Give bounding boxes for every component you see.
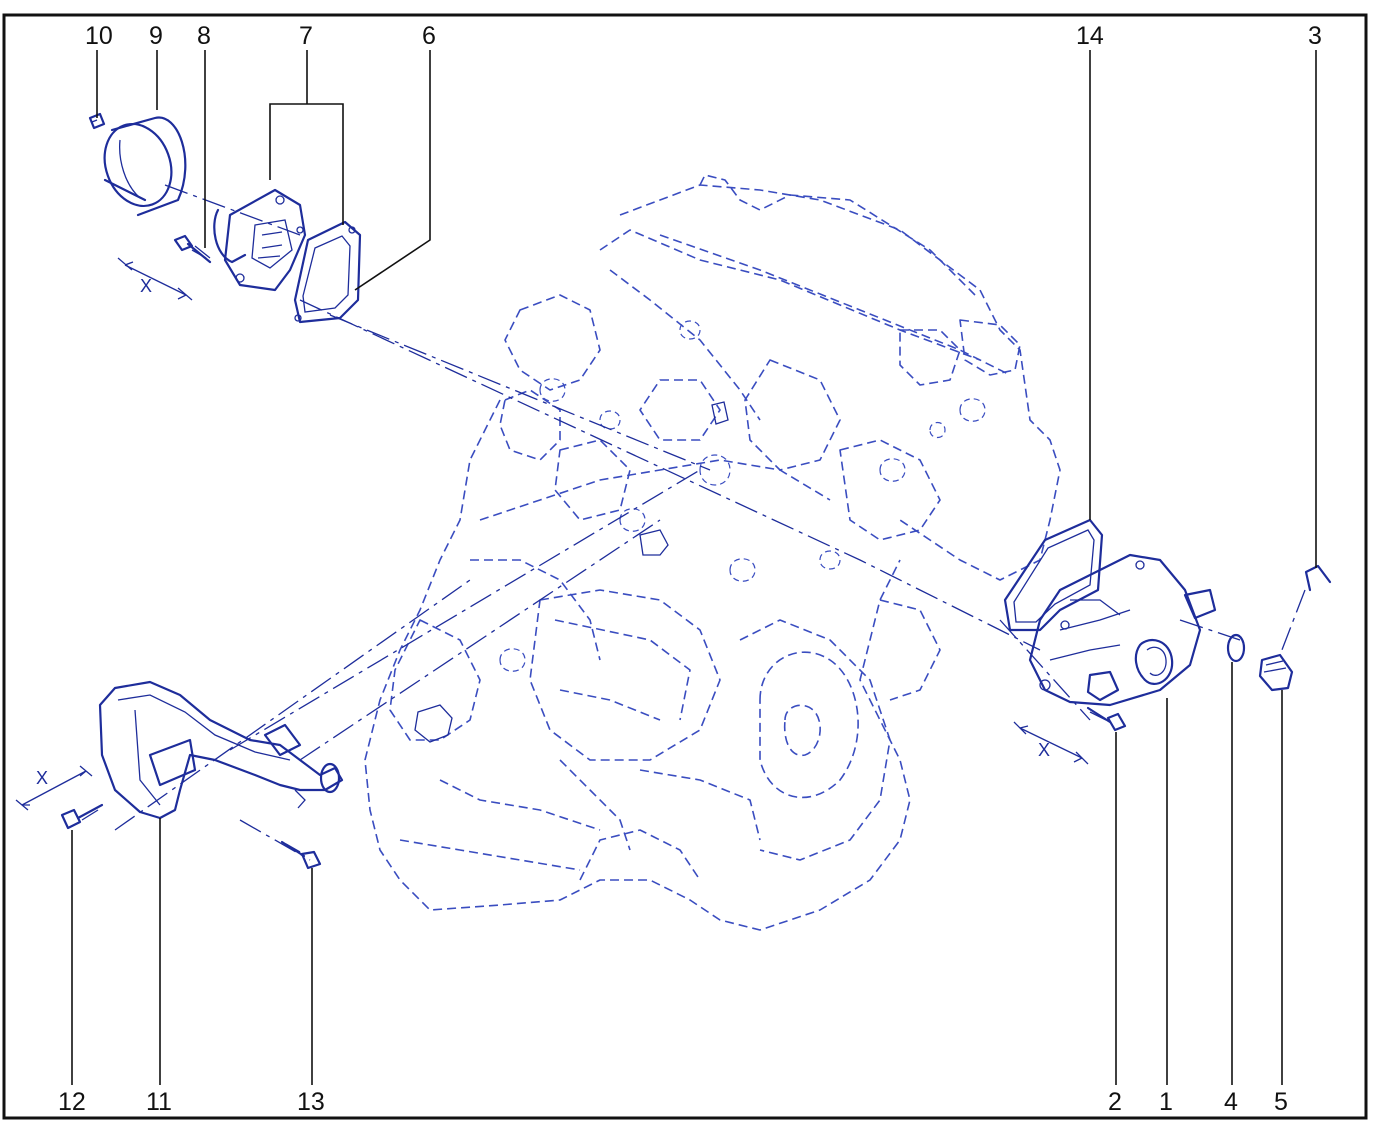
- callout-2: 2: [1108, 1088, 1122, 1116]
- dimension-x-thermostat: X: [1013, 721, 1089, 765]
- callout-5: 5: [1274, 1088, 1288, 1116]
- pump-bolt-part: [173, 234, 212, 264]
- callout-6: 6: [422, 22, 436, 50]
- thermostat-bolt-part: [1086, 706, 1127, 732]
- callout-12: 12: [58, 1088, 86, 1116]
- diagram-border: [2, 13, 1368, 1120]
- o-ring-part: [1226, 633, 1246, 663]
- pulley-part: [103, 116, 187, 217]
- pipe-bolt-bottom-part: [280, 840, 322, 870]
- callout-labels: 10 9 8 7 6 14 3 12 11 13 2 1 4 5: [58, 22, 1322, 1116]
- callout-9: 9: [149, 22, 163, 50]
- callout-4: 4: [1224, 1088, 1238, 1116]
- callout-13: 13: [297, 1088, 325, 1116]
- temperature-sensor-part: [1258, 653, 1294, 692]
- dimension-label-pump: X: [140, 276, 152, 296]
- dimension-x-pump: X: [117, 257, 193, 301]
- engine-block-ghost: [364, 174, 1061, 931]
- thermostat-gasket-part: [1003, 518, 1104, 632]
- retaining-clip-part: [1304, 564, 1332, 592]
- callout-8: 8: [197, 22, 211, 50]
- dimension-label-pipe: X: [36, 768, 48, 788]
- callout-14: 14: [1076, 22, 1104, 50]
- thermostat-housing-part: [1028, 553, 1217, 707]
- callout-7: 7: [299, 22, 313, 50]
- pipe-bolt-left-part: [60, 803, 104, 830]
- outlet-pipe-part: [98, 680, 344, 820]
- pump-gasket-part: [293, 220, 362, 324]
- callout-1: 1: [1159, 1088, 1173, 1116]
- callout-3: 3: [1308, 22, 1322, 50]
- assembly-centerlines: [114, 184, 1306, 861]
- callout-11: 11: [146, 1088, 172, 1116]
- callout-10: 10: [85, 22, 113, 50]
- callout-leaders: [71, 50, 1317, 1085]
- dimension-x-pipe: X: [15, 765, 93, 811]
- dimension-label-thermostat: X: [1038, 740, 1050, 760]
- water-pump-part: [213, 188, 307, 292]
